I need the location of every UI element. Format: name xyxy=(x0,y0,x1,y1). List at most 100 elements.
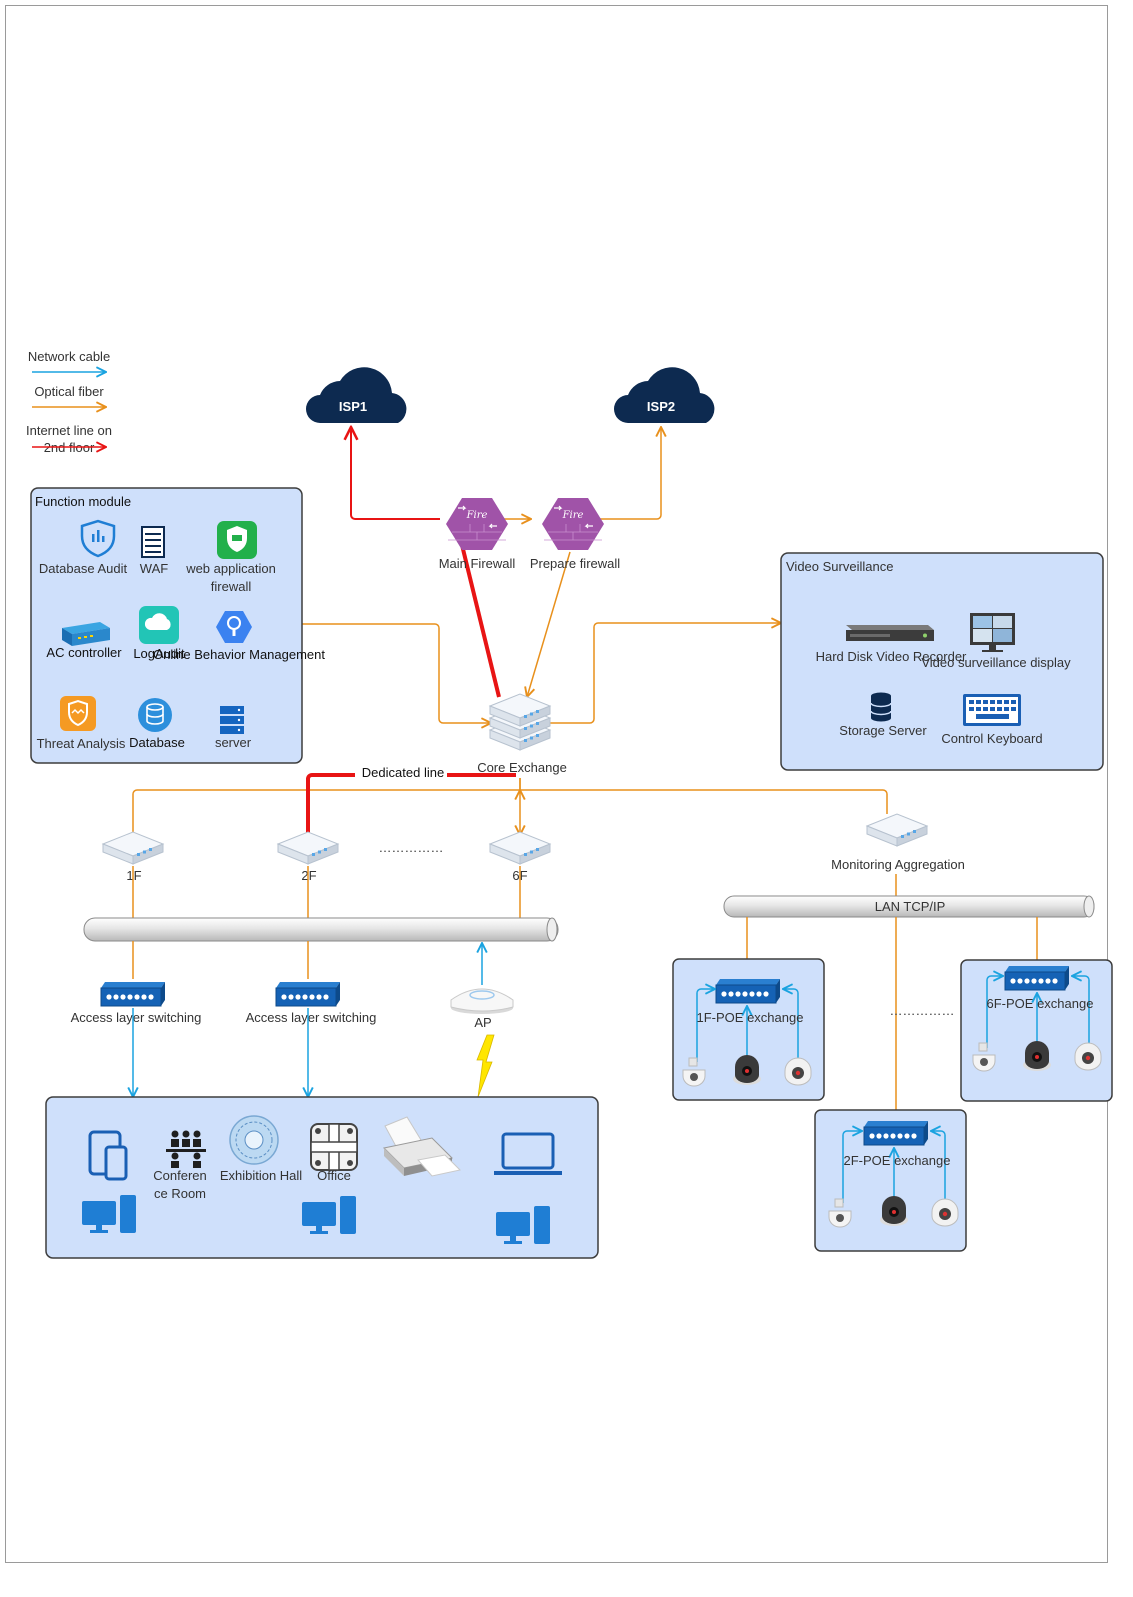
white-dome-camera-icon xyxy=(784,1057,812,1086)
access-switch-2 xyxy=(275,981,341,1007)
isp1-label: ISP1 xyxy=(339,399,367,414)
database-icon xyxy=(138,698,172,732)
office-bus-pipe xyxy=(83,917,559,942)
function-module-to-core-line xyxy=(302,623,491,723)
switch-2f xyxy=(277,831,339,865)
database-label: Database xyxy=(129,735,185,750)
switch-6f xyxy=(489,831,551,865)
poe-2f-group: 2F-POE exchange xyxy=(814,1109,967,1252)
database-audit-label: Database Audit xyxy=(39,561,128,576)
core-to-monitoring-line xyxy=(519,778,888,814)
core-to-video-line xyxy=(550,623,781,724)
database-audit-icon xyxy=(80,519,116,558)
white-dome-camera-icon xyxy=(1074,1042,1102,1071)
poe-2f-switch xyxy=(863,1120,929,1146)
threat-analysis-icon xyxy=(60,696,96,731)
web-application-firewall-label-2: firewall xyxy=(211,579,252,594)
server-label: server xyxy=(215,735,252,750)
poe-6f-group: 6F-POE exchange xyxy=(960,959,1113,1102)
main-firewall-to-core-line xyxy=(460,544,501,698)
lan-bus-pipe: LAN TCP/IP xyxy=(723,895,1095,918)
access-point-icon xyxy=(450,988,514,1014)
video-surveillance-display-label: Video surveillance display xyxy=(921,655,1071,670)
core-exchange: Core Exchange xyxy=(477,693,567,775)
poe-1f-switch xyxy=(715,978,781,1004)
dedicated-line xyxy=(306,773,516,833)
poe-2f-label: 2F-POE exchange xyxy=(844,1153,951,1168)
floor-1f-label: 1F xyxy=(126,868,141,883)
main-firewall-label: Main Firewall xyxy=(439,556,516,571)
online-behavior-management-icon xyxy=(216,611,252,643)
control-keyboard-icon xyxy=(963,694,1021,726)
cloud-isp1: ISP1 xyxy=(306,367,407,423)
white-dome-camera-icon xyxy=(931,1198,959,1227)
log-audit-label: LogAudit xyxy=(133,646,185,661)
exhibition-hall-icon xyxy=(229,1115,279,1165)
waf-label: WAF xyxy=(140,561,168,576)
lan-label: LAN TCP/IP xyxy=(875,899,946,914)
access-switch-2-label: Access layer switching xyxy=(246,1010,377,1025)
storage-server-label: Storage Server xyxy=(839,723,927,738)
monitoring-aggregation-label: Monitoring Aggregation xyxy=(831,857,965,872)
control-keyboard-label: Control Keyboard xyxy=(941,731,1042,746)
switch-1f xyxy=(102,831,164,865)
conference-room-label: Conferen xyxy=(153,1168,206,1183)
hard-disk-video-recorder-label: Hard Disk Video Recorder xyxy=(816,649,967,664)
poe-1f-group: 1F-POE exchange xyxy=(672,958,825,1101)
access-switch-1 xyxy=(100,981,166,1007)
office-group: Conferen ce Room Exhibition Hall Office xyxy=(45,1096,599,1259)
prepare-firewall-label: Prepare firewall xyxy=(530,556,620,571)
server-icon xyxy=(220,706,244,734)
laptop-icon xyxy=(494,1132,562,1175)
waf-icon xyxy=(141,526,165,558)
access-switch-1-label: Access layer switching xyxy=(71,1010,202,1025)
function-module-title: Function module xyxy=(35,494,131,509)
office-icon xyxy=(310,1123,358,1171)
core-to-1f-line xyxy=(132,778,521,833)
isp2-label: ISP2 xyxy=(647,399,675,414)
dedicated-line-label-bg xyxy=(355,764,447,780)
legend: Network cable Optical fiber Internet lin… xyxy=(26,349,112,455)
main-firewall-icon-text: Fire xyxy=(466,510,488,521)
function-module-group: Function module Database Audit WAF web a… xyxy=(30,487,325,764)
dedicated-line-label: Dedicated line xyxy=(362,765,444,780)
prepare-firewall-icon-text: Fire xyxy=(562,510,584,521)
ac-controller-icon xyxy=(62,622,110,646)
video-surveillance-title: Video Surveillance xyxy=(786,559,893,574)
conference-room-label-2: ce Room xyxy=(154,1186,206,1201)
hard-disk-video-recorder-icon xyxy=(846,625,934,641)
main-firewall-to-isp1-line xyxy=(351,427,440,520)
ap-label: AP xyxy=(474,1015,491,1030)
conference-room-icon xyxy=(166,1130,206,1168)
storage-server-icon xyxy=(870,692,892,722)
video-surveillance-display-icon xyxy=(970,613,1015,652)
poe-6f-label: 6F-POE exchange xyxy=(987,996,1094,1011)
prepare-firewall-to-core-line xyxy=(527,551,571,697)
wireless-signal-icon xyxy=(476,1034,495,1098)
legend-optical-fiber-label: Optical fiber xyxy=(34,384,104,399)
floor-2f-label: 2F xyxy=(301,868,316,883)
video-surveillance-group: Video Surveillance Hard Disk Video Recor… xyxy=(780,552,1104,771)
page-frame xyxy=(5,5,1108,1563)
ac-controller-label: AC controller xyxy=(46,645,122,660)
main-firewall: Fire Main Firewall xyxy=(439,498,516,571)
prepare-firewall-to-isp2-line xyxy=(596,427,661,520)
cloud-isp2: ISP2 xyxy=(614,367,715,423)
web-application-firewall-label: web application xyxy=(185,561,276,576)
office-label: Office xyxy=(317,1168,351,1183)
prepare-firewall: Fire Prepare firewall xyxy=(530,498,620,571)
log-audit-icon xyxy=(139,606,179,644)
legend-internet-line-label: Internet line on xyxy=(26,423,112,438)
threat-analysis-label: Threat Analysis xyxy=(37,736,126,751)
floor-ellipsis: …………… xyxy=(379,840,444,855)
poe-ellipsis: …………… xyxy=(890,1003,955,1018)
poe-1f-label: 1F-POE exchange xyxy=(697,1010,804,1025)
legend-network-cable-label: Network cable xyxy=(28,349,110,364)
exhibition-hall-label: Exhibition Hall xyxy=(220,1168,302,1183)
web-application-firewall-icon xyxy=(217,521,257,559)
tablet-phone-icon xyxy=(88,1130,128,1181)
printer-icon xyxy=(382,1116,462,1177)
core-exchange-label: Core Exchange xyxy=(477,760,567,775)
monitoring-aggregation-switch xyxy=(866,813,928,847)
